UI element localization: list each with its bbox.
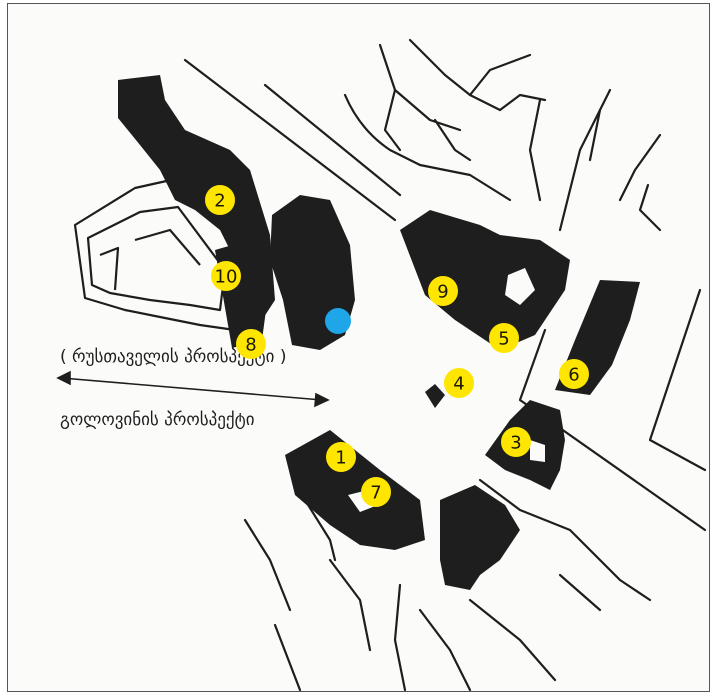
marker-circle bbox=[211, 261, 241, 291]
marker-10[interactable]: 10 bbox=[211, 261, 241, 291]
marker-9[interactable]: 9 bbox=[428, 276, 458, 306]
marker-number: 8 bbox=[245, 335, 256, 356]
marker-1[interactable]: 1 bbox=[326, 442, 356, 472]
marker-circle bbox=[326, 442, 356, 472]
marker-circle bbox=[205, 185, 235, 215]
marker-number: 6 bbox=[568, 365, 579, 386]
marker-8[interactable]: 8 bbox=[236, 329, 266, 359]
rustaveli-avenue-label: ( რუსთაველის პროსპექტი ) bbox=[60, 347, 286, 367]
marker-number: 5 bbox=[498, 329, 509, 350]
golovin-avenue-label: გოლოვინის პროსპექტი bbox=[60, 410, 255, 430]
marker-circle bbox=[361, 477, 391, 507]
numbered-markers: 1 2 3 4 5 6 7 8 9 10 bbox=[205, 185, 589, 507]
marker-number: 3 bbox=[510, 433, 521, 454]
marker-number: 1 bbox=[335, 448, 346, 469]
marker-circle bbox=[444, 368, 474, 398]
marker-4[interactable]: 4 bbox=[444, 368, 474, 398]
marker-3[interactable]: 3 bbox=[501, 427, 531, 457]
marker-6[interactable]: 6 bbox=[559, 359, 589, 389]
rustaveli-arrow bbox=[56, 370, 330, 408]
marker-7[interactable]: 7 bbox=[361, 477, 391, 507]
marker-number: 4 bbox=[453, 374, 464, 395]
marker-circle bbox=[559, 359, 589, 389]
marker-number: 10 bbox=[215, 267, 238, 288]
marker-number: 7 bbox=[370, 483, 381, 504]
marker-circle bbox=[236, 329, 266, 359]
marker-circle bbox=[501, 427, 531, 457]
street-lines bbox=[183, 38, 707, 692]
marker-number: 2 bbox=[214, 191, 225, 212]
marker-2[interactable]: 2 bbox=[205, 185, 235, 215]
buildings bbox=[118, 75, 640, 590]
marker-circle bbox=[428, 276, 458, 306]
marker-number: 9 bbox=[437, 282, 448, 303]
marker-circle bbox=[489, 323, 519, 353]
location-dot-icon[interactable] bbox=[325, 308, 351, 334]
marker-5[interactable]: 5 bbox=[489, 323, 519, 353]
